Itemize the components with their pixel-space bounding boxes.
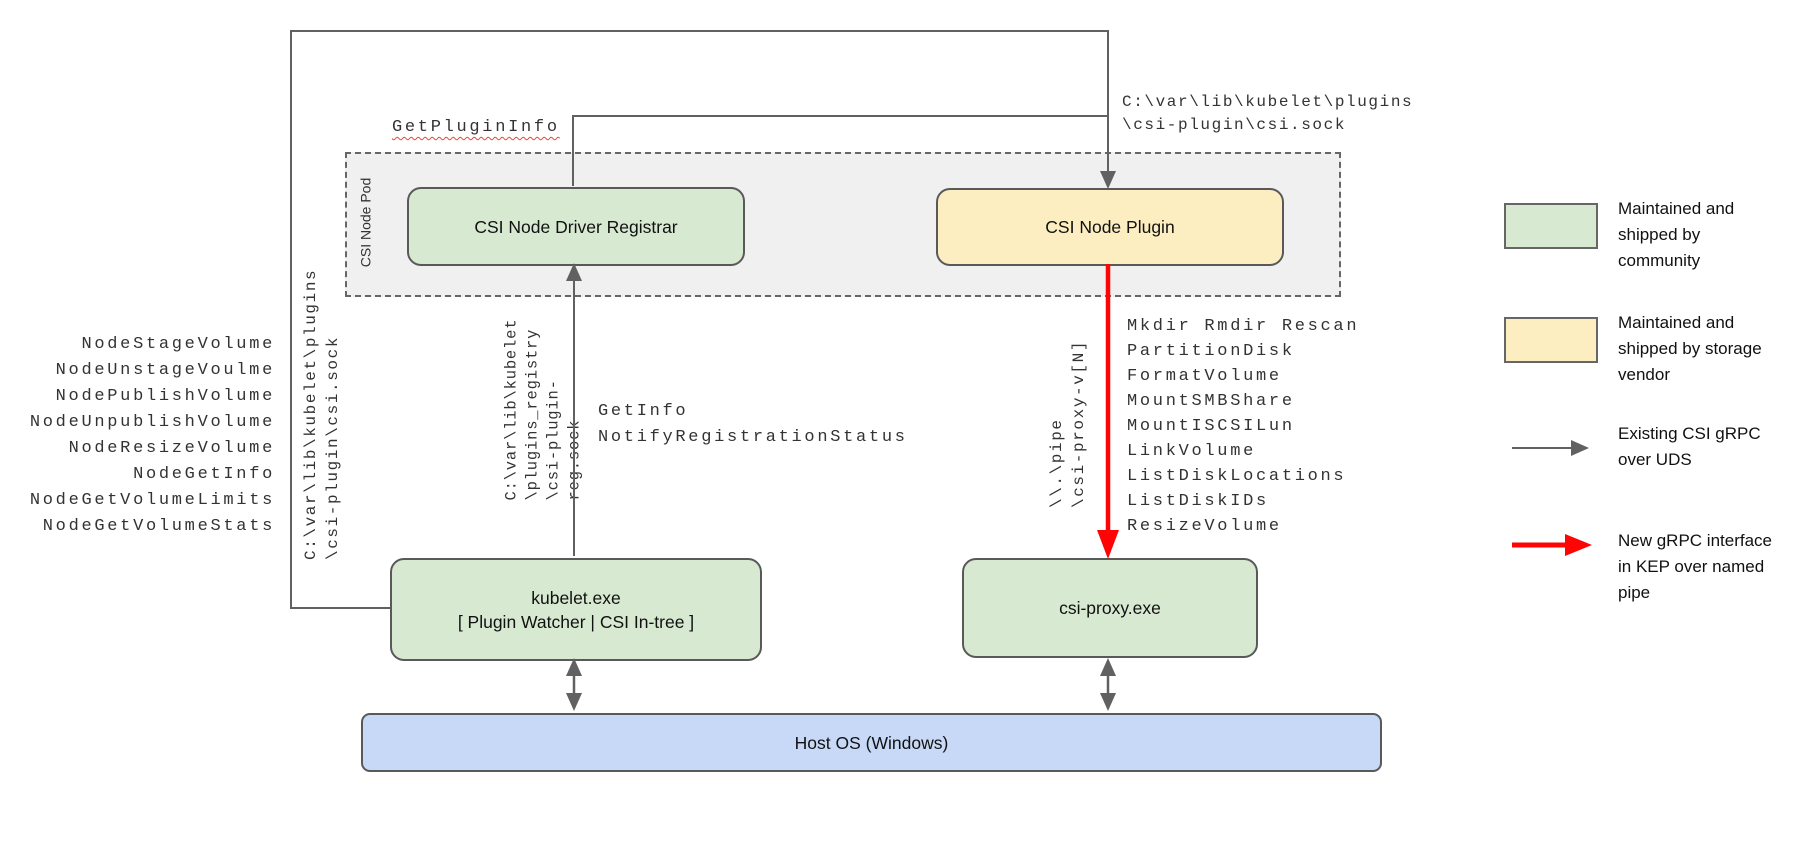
csi-node-plugin-box: CSI Node Plugin <box>936 188 1284 266</box>
getplugininfo-label: GetPluginInfo <box>392 118 560 137</box>
legend-pipe-text: New gRPC interface in KEP over named pip… <box>1618 531 1773 602</box>
proxy-api-call: ListDiskIDs <box>1127 492 1269 511</box>
legend-community-swatch <box>1504 203 1598 249</box>
plugin-label: CSI Node Plugin <box>1045 217 1175 237</box>
node-api-call: NodeStageVolume <box>81 335 275 354</box>
csi-node-pod-label: CSI Node Pod <box>357 177 374 268</box>
host-os-box: Host OS (Windows) <box>361 713 1382 772</box>
registry-sock-line2: \plugins_registry <box>523 328 542 501</box>
proxy-api-call: ResizeVolume <box>1127 517 1282 536</box>
node-api-call-list: NodeStageVolume NodeUnstageVoulme NodePu… <box>20 332 275 540</box>
registry-sock-path-label: C:\var\lib\kubelet \plugins_registry \cs… <box>502 301 584 501</box>
registration-call: NotifyRegistrationStatus <box>598 428 908 447</box>
proxy-api-call: ListDiskLocations <box>1127 467 1347 486</box>
named-pipe-line2: \csi-proxy-v[N] <box>1070 339 1088 508</box>
kubelet-label-line1: kubelet.exe <box>531 587 621 608</box>
legend-vendor-text: Maintained and shipped by storage vendor <box>1618 313 1762 384</box>
csi-sock-path-top-line1: C:\var\lib\kubelet\plugins <box>1122 93 1414 111</box>
node-api-call: NodeUnstageVoulme <box>55 361 275 380</box>
legend-community-text: Maintained and shipped by community <box>1618 199 1735 270</box>
arrowhead-legend-red <box>1565 534 1592 556</box>
node-api-call: NodeResizeVolume <box>68 439 275 458</box>
arrowhead-kubelet-host-bottom <box>566 693 582 711</box>
arrowhead-into-proxy-red <box>1097 530 1119 559</box>
arrowhead-proxy-host-top <box>1100 658 1116 676</box>
csi-sock-path-top-line2: \csi-plugin\csi.sock <box>1122 116 1347 134</box>
named-pipe-path-label: \\.\pipe \csi-proxy-v[N] <box>1046 328 1090 508</box>
csi-proxy-label: csi-proxy.exe <box>1059 598 1161 618</box>
csi-proxy-box: csi-proxy.exe <box>962 558 1258 658</box>
csi-sock-path-top-label: C:\var\lib\kubelet\plugins \csi-plugin\c… <box>1122 91 1413 137</box>
node-api-call: NodePublishVolume <box>55 387 275 406</box>
proxy-api-call: LinkVolume <box>1127 442 1257 461</box>
csi-sock-path-left-label: C:\var\lib\kubelet\plugins \csi-plugin\c… <box>300 268 344 560</box>
proxy-api-call: FormatVolume <box>1127 367 1282 386</box>
host-os-label: Host OS (Windows) <box>794 732 949 753</box>
node-api-call: NodeGetVolumeStats <box>42 517 275 536</box>
registrar-label: CSI Node Driver Registrar <box>474 216 678 237</box>
proxy-api-call: PartitionDisk <box>1127 342 1295 361</box>
proxy-api-call: MountISCSILun <box>1127 417 1295 436</box>
registration-call-list: GetInfo NotifyRegistrationStatus <box>598 399 908 451</box>
legend-vendor-swatch <box>1504 317 1598 363</box>
arrowhead-legend-uds <box>1571 440 1589 456</box>
arrowhead-proxy-host-bottom <box>1100 693 1116 711</box>
csi-sock-path-left-line1: C:\var\lib\kubelet\plugins <box>302 268 320 560</box>
kubelet-label-line2: [ Plugin Watcher | CSI In-tree ] <box>457 611 695 632</box>
proxy-api-call-list: Mkdir Rmdir Rescan PartitionDisk FormatV… <box>1127 314 1359 539</box>
node-api-call: NodeGetInfo <box>133 465 275 484</box>
named-pipe-line1: \\.\pipe <box>1048 418 1066 508</box>
registration-call: GetInfo <box>598 402 689 421</box>
node-api-call: NodeUnpublishVolume <box>29 413 275 432</box>
legend-uds-text: Existing CSI gRPC over UDS <box>1618 424 1761 469</box>
node-api-call: NodeGetVolumeLimits <box>29 491 275 510</box>
csi-sock-path-left-line2: \csi-plugin\csi.sock <box>324 335 342 560</box>
proxy-api-call: Mkdir Rmdir Rescan <box>1127 317 1360 336</box>
registry-sock-line3: \csi-plugin-reg.sock <box>544 379 584 501</box>
registry-sock-line1: C:\var\lib\kubelet <box>502 318 521 501</box>
proxy-api-call: MountSMBShare <box>1127 392 1295 411</box>
csi-node-driver-registrar-box: CSI Node Driver Registrar <box>407 187 745 266</box>
kubelet-box: kubelet.exe [ Plugin Watcher | CSI In-tr… <box>390 558 762 661</box>
